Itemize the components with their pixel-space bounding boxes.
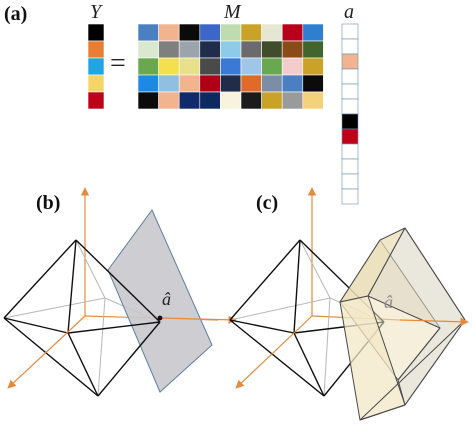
equals-sign: = — [110, 48, 126, 79]
matrix-m-cell — [240, 40, 262, 59]
vector-a — [341, 23, 359, 205]
matrix-m-label: M — [223, 1, 242, 23]
axis-x-arrow-c — [399, 317, 469, 326]
matrix-m-cell — [261, 91, 283, 110]
matrix-m-cell — [137, 23, 159, 42]
matrix-m-cell — [261, 40, 283, 59]
panel-b-label: (b) — [36, 192, 60, 214]
vector-y-cell — [87, 91, 105, 110]
vector-a-cell — [341, 128, 359, 145]
matrix-m-cell — [261, 57, 283, 76]
matrix-m-cell — [220, 91, 242, 110]
matrix-m-cell — [158, 74, 180, 93]
axis-y-arrow-c — [235, 315, 313, 389]
matrix-m-cell — [178, 74, 201, 93]
matrix-m-cell — [199, 57, 221, 76]
matrix-m-cell — [281, 91, 304, 110]
matrix-m-cell — [137, 74, 159, 93]
matrix-m-cell — [240, 57, 262, 76]
matrix-m-cell — [281, 40, 304, 59]
vector-a-cell — [341, 188, 359, 205]
vector-y-cell — [87, 40, 105, 59]
vector-a-cell — [341, 53, 359, 70]
a-hat-label-b: â — [162, 289, 171, 309]
matrix-m-cell — [302, 23, 324, 42]
matrix-m-cell — [302, 57, 324, 76]
panel-a-label: (a) — [4, 3, 27, 25]
vector-a-cell — [341, 38, 359, 55]
matrix-m-cell — [137, 57, 159, 76]
matrix-m-cell — [137, 91, 159, 110]
matrix-m-cell — [281, 74, 304, 93]
hyperplane — [107, 209, 213, 393]
matrix-m-cell — [158, 40, 180, 59]
vector-a-cell — [341, 68, 359, 85]
vector-y-label: Y — [90, 1, 103, 23]
matrix-m-cell — [240, 23, 262, 42]
panel-a: (a) Y M a = — [4, 1, 359, 205]
a-hat-point — [157, 315, 163, 321]
vector-y-cell — [87, 74, 105, 93]
vector-a-cell — [341, 23, 359, 40]
matrix-m — [137, 23, 324, 110]
vector-a-label: a — [344, 1, 354, 23]
panel-c-label: (c) — [256, 192, 278, 214]
matrix-m-cell — [302, 91, 324, 110]
matrix-m-cell — [178, 40, 201, 59]
vector-a-cell — [341, 173, 359, 190]
matrix-m-cell — [178, 57, 201, 76]
matrix-m-cell — [281, 23, 304, 42]
vector-y-cell — [87, 57, 105, 76]
matrix-m-cell — [158, 91, 180, 110]
octahedron-front-edges — [3, 239, 161, 397]
vector-a-cell — [341, 83, 359, 100]
slab — [339, 227, 466, 421]
matrix-m-cell — [281, 57, 304, 76]
matrix-m-cell — [178, 91, 201, 110]
matrix-m-cell — [199, 74, 221, 93]
matrix-m-cell — [220, 23, 242, 42]
vector-a-cell — [341, 143, 359, 160]
vector-y — [87, 23, 105, 110]
matrix-m-cell — [158, 57, 180, 76]
matrix-m-cell — [302, 40, 324, 59]
matrix-m-cell — [220, 40, 242, 59]
matrix-m-cell — [240, 74, 262, 93]
vector-a-cell — [341, 158, 359, 175]
matrix-m-cell — [199, 23, 221, 42]
vector-a-cell — [341, 113, 359, 130]
vector-y-cell — [87, 23, 105, 42]
axis-y-arrow — [7, 315, 86, 389]
matrix-m-cell — [178, 23, 201, 42]
matrix-m-cell — [220, 74, 242, 93]
matrix-m-cell — [220, 57, 242, 76]
panel-c: (c) — [229, 187, 469, 421]
vector-a-cell — [341, 98, 359, 115]
matrix-m-cell — [261, 23, 283, 42]
axis-x-arrow — [159, 315, 237, 324]
panel-b: (b) â — [3, 187, 237, 397]
matrix-m-cell — [199, 91, 221, 110]
matrix-m-cell — [199, 40, 221, 59]
a-hat-label-c: â — [384, 292, 393, 312]
matrix-m-cell — [137, 40, 159, 59]
matrix-m-cell — [240, 91, 262, 110]
matrix-m-cell — [158, 23, 180, 42]
matrix-m-cell — [261, 74, 283, 93]
matrix-m-cell — [302, 74, 324, 93]
